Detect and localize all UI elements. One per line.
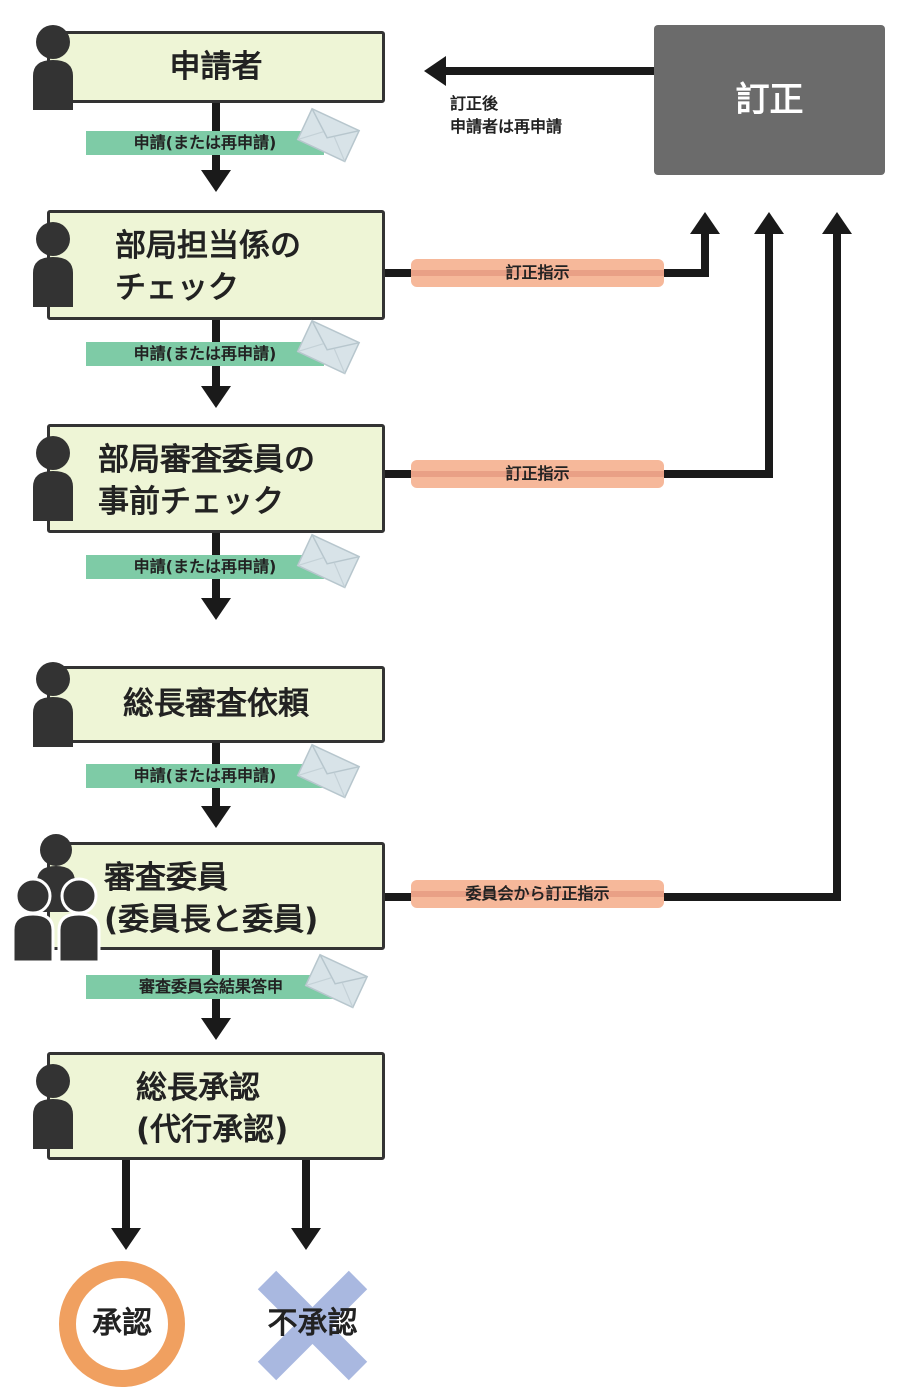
- correction-box: 訂正: [654, 25, 885, 175]
- stage-president-request: 総長審査依頼: [47, 666, 385, 743]
- stage-label-line-2: (委員長と委員): [104, 902, 319, 938]
- stage-label: 申請者: [169, 49, 263, 85]
- person-icon: [33, 662, 73, 747]
- correction-label: 訂正指示: [411, 259, 664, 287]
- envelope-icon: [296, 319, 361, 375]
- group-icon: [11, 834, 101, 964]
- approve-mark: 承認: [59, 1261, 185, 1387]
- stage-review-committee: 審査委員 (委員長と委員): [47, 842, 385, 950]
- flow-arrowhead-1: [201, 170, 231, 192]
- person-icon: [33, 436, 73, 521]
- envelope-icon: [296, 107, 361, 163]
- person-icon: [33, 222, 73, 307]
- correction-box-label: 訂正: [735, 80, 804, 120]
- stage-label-line-1: 部局担当係の: [115, 228, 301, 264]
- correction-label: 訂正指示: [411, 460, 664, 488]
- stage-president-approval: 総長承認 (代行承認): [47, 1052, 385, 1160]
- stage-label-line-2: チェック: [115, 270, 239, 306]
- flow-arrowhead-4: [201, 806, 231, 828]
- correction-path-1-head: [690, 212, 720, 234]
- correction-path-3-v: [833, 230, 841, 901]
- flow-label: 申請(または再申請): [86, 342, 324, 366]
- correction-path-2-v: [765, 230, 773, 478]
- correction-label-text: 訂正指示: [505, 263, 570, 282]
- flow-arrowhead-5: [201, 1018, 231, 1040]
- stage-department-check: 部局担当係の チェック: [47, 210, 385, 320]
- envelope-icon: [304, 953, 369, 1009]
- flow-arrowhead-2: [201, 386, 231, 408]
- correction-note-line-1: 訂正後: [450, 94, 499, 113]
- flow-label: 申請(または再申請): [86, 764, 324, 788]
- stage-label-line-2: (代行承認): [136, 1112, 289, 1148]
- stage-label-line-1: 部局審査委員の: [98, 442, 315, 478]
- approve-arrowhead: [111, 1228, 141, 1250]
- correction-label-text: 訂正指示: [505, 464, 570, 483]
- stage-label-line-2: 事前チェック: [98, 484, 284, 520]
- correction-note: 訂正後 申請者は再申請: [450, 92, 562, 138]
- person-icon: [33, 1064, 73, 1149]
- stage-label-line-1: 総長承認: [136, 1070, 260, 1106]
- return-arrow: [440, 67, 656, 75]
- flow-label: 申請(または再申請): [86, 555, 324, 579]
- stage-label-line-1: 審査委員: [104, 860, 228, 896]
- reject-arrow: [302, 1160, 310, 1232]
- person-icon: [33, 25, 73, 110]
- reject-arrowhead: [291, 1228, 321, 1250]
- flow-label: 審査委員会結果答申: [86, 975, 336, 999]
- envelope-icon: [296, 533, 361, 589]
- reject-label: 不承認: [267, 1306, 358, 1341]
- approve-label: 承認: [92, 1306, 152, 1341]
- correction-note-line-2: 申請者は再申請: [450, 117, 563, 136]
- flow-arrowhead-3: [201, 598, 231, 620]
- reject-cross-icon: [257, 1270, 368, 1381]
- flow-label: 申請(または再申請): [86, 131, 324, 155]
- return-arrowhead: [424, 56, 446, 86]
- correction-path-2-head: [754, 212, 784, 234]
- correction-label-text: 委員会から訂正指示: [465, 884, 610, 903]
- stage-pre-review: 部局審査委員の 事前チェック: [47, 424, 385, 533]
- approve-arrow: [122, 1160, 130, 1232]
- stage-label: 総長審査依頼: [123, 686, 309, 722]
- correction-label: 委員会から訂正指示: [411, 880, 664, 908]
- stage-applicant: 申請者: [47, 31, 385, 103]
- correction-path-3-head: [822, 212, 852, 234]
- envelope-icon: [296, 743, 361, 799]
- correction-path-1-v: [701, 230, 709, 277]
